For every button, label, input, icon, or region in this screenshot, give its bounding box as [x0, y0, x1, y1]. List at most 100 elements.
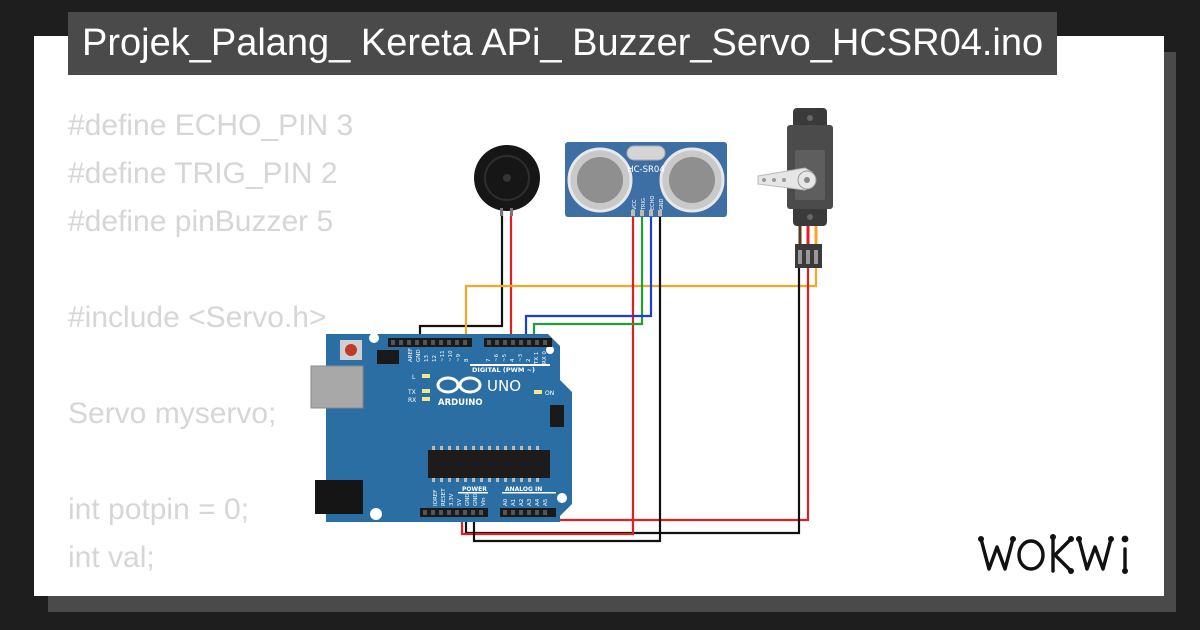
- wire-sensor-trig: [532, 214, 644, 345]
- bottom-header-pins: [423, 510, 547, 515]
- pin-label: ~3: [518, 353, 524, 362]
- analog-label: ANALOG IN: [505, 486, 542, 493]
- analog-label-bar: [502, 492, 556, 494]
- wire-sensor-vcc: [460, 214, 635, 536]
- board-brand: ARDUINO: [438, 398, 483, 408]
- wires: [418, 212, 818, 543]
- pin-label: 13: [424, 355, 430, 362]
- servo-motor[interactable]: [757, 108, 833, 268]
- code-line: #include <Servo.h>: [68, 301, 327, 334]
- servo-horn-hole: [762, 178, 766, 182]
- power-header: [420, 508, 488, 517]
- pin-label: ~9: [456, 353, 462, 362]
- pin-label: A4: [535, 498, 541, 506]
- digital-pin-labels: AREF GND 13 12 ~11 ~10 ~9 8 7 ~6 ~5 4 ~3…: [408, 348, 548, 365]
- servo-horn-hole: [782, 178, 786, 182]
- pin-label: ~11: [440, 350, 446, 362]
- icsp-header: [377, 350, 399, 364]
- pin-label: AREF: [408, 348, 414, 362]
- code-line: #define pinBuzzer 5: [68, 205, 334, 238]
- code-line: #define ECHO_PIN 3: [68, 109, 354, 142]
- sensor-pin-label: TRIG: [641, 198, 647, 211]
- pin-label: TX 1: [534, 352, 540, 365]
- power-label: POWER: [462, 486, 487, 493]
- sensor-pin: [649, 210, 653, 216]
- led-rx: [422, 397, 430, 401]
- buzzer-leg: [500, 208, 503, 216]
- mount-hole: [546, 346, 554, 354]
- code-line: int val;: [68, 541, 155, 574]
- power-label-bar: [458, 492, 488, 494]
- ultrasonic-sensor[interactable]: HC-SR04 VCC TRIG ECHO GND: [565, 142, 727, 217]
- code-line: int potpin = 0;: [68, 493, 249, 526]
- sensor-mesh: [577, 157, 623, 203]
- wire-sensor-gnd: [472, 214, 662, 543]
- led-label-rx: RX: [408, 397, 416, 404]
- power-jack: [315, 480, 363, 514]
- sensor-pin-label: ECHO: [650, 196, 656, 210]
- led-label-on: ON: [545, 390, 554, 397]
- pin-label: A1: [511, 499, 517, 506]
- mount-hole: [369, 333, 379, 343]
- code-preview: #define ECHO_PIN 3 #define TRIG_PIN 2 #d…: [68, 102, 448, 582]
- pin-label: GND: [473, 493, 479, 506]
- icsp-header: [550, 405, 564, 427]
- pin-label: 12: [432, 355, 438, 362]
- digital-label-bar: [470, 364, 550, 366]
- sensor-pin: [658, 210, 662, 216]
- wokwi-logo: [978, 534, 1129, 574]
- servo-shaft-screw: [804, 177, 810, 183]
- code-line: #define TRIG_PIN 2: [68, 157, 338, 190]
- sensor-pin: [631, 210, 635, 216]
- reset-button[interactable]: [345, 344, 357, 356]
- buzzer-hole: [503, 174, 511, 182]
- pin-label: ~5: [502, 353, 508, 362]
- servo-horn-hole: [772, 178, 776, 182]
- power-pin-labels: IOREF RESET 3.3V 5V GND GND Vin: [433, 488, 487, 506]
- microcontroller-chip: [428, 450, 550, 478]
- wire-sensor-echo: [524, 214, 653, 345]
- pin-label: IOREF: [433, 490, 439, 506]
- analog-pin-labels: A0 A1 A2 A3 A4 A5: [503, 498, 549, 506]
- sensor-crystal: [626, 145, 666, 161]
- led-l: [422, 374, 430, 378]
- pin-label: A0: [503, 498, 509, 506]
- digital-header-left: [388, 338, 472, 347]
- buzzer-leg: [510, 208, 513, 216]
- led-label-tx: TX: [407, 389, 416, 396]
- pin-label: A3: [527, 498, 533, 506]
- buzzer[interactable]: [474, 145, 540, 216]
- arduino-logo-icon: [436, 376, 482, 394]
- pin-label: ~10: [448, 350, 454, 362]
- servo-connector-pin: [798, 250, 802, 264]
- pin-label: A2: [519, 499, 525, 506]
- mount-hole: [370, 508, 382, 520]
- project-title: Projek_Palang_ Kereta APi_ Buzzer_Servo_…: [68, 12, 1058, 75]
- pin-label: RESET: [441, 488, 447, 506]
- wire-buzzer-gnd: [418, 212, 504, 345]
- chip-pins: [432, 446, 539, 482]
- led-tx: [422, 389, 430, 393]
- pin-label: 7: [486, 358, 492, 362]
- sensor-mesh: [669, 157, 715, 203]
- arduino-uno[interactable]: AREF GND 13 12 ~11 ~10 ~9 8 7 ~6 ~5 4 ~3…: [310, 333, 572, 522]
- sensor-pin: [640, 210, 644, 216]
- servo-screw: [807, 115, 813, 121]
- sensor-pin-label: VCC: [632, 199, 638, 210]
- mount-hole: [557, 493, 567, 503]
- digital-header-pins: [391, 340, 547, 345]
- pin-label: 5V: [457, 499, 463, 506]
- pin-label: RX 0: [542, 351, 548, 364]
- pin-label: GND: [465, 493, 471, 506]
- usb-port: [310, 365, 364, 409]
- led-label-l: L: [412, 374, 416, 381]
- digital-header-right: [484, 338, 552, 347]
- pin-label: 4: [510, 358, 516, 362]
- servo-screw: [807, 214, 813, 220]
- pin-label: 2: [526, 359, 532, 363]
- pin-label: Vin: [481, 497, 487, 506]
- pin-label: A5: [543, 498, 549, 506]
- pin-label: GND: [416, 349, 422, 362]
- buzzer-ring: [484, 155, 530, 201]
